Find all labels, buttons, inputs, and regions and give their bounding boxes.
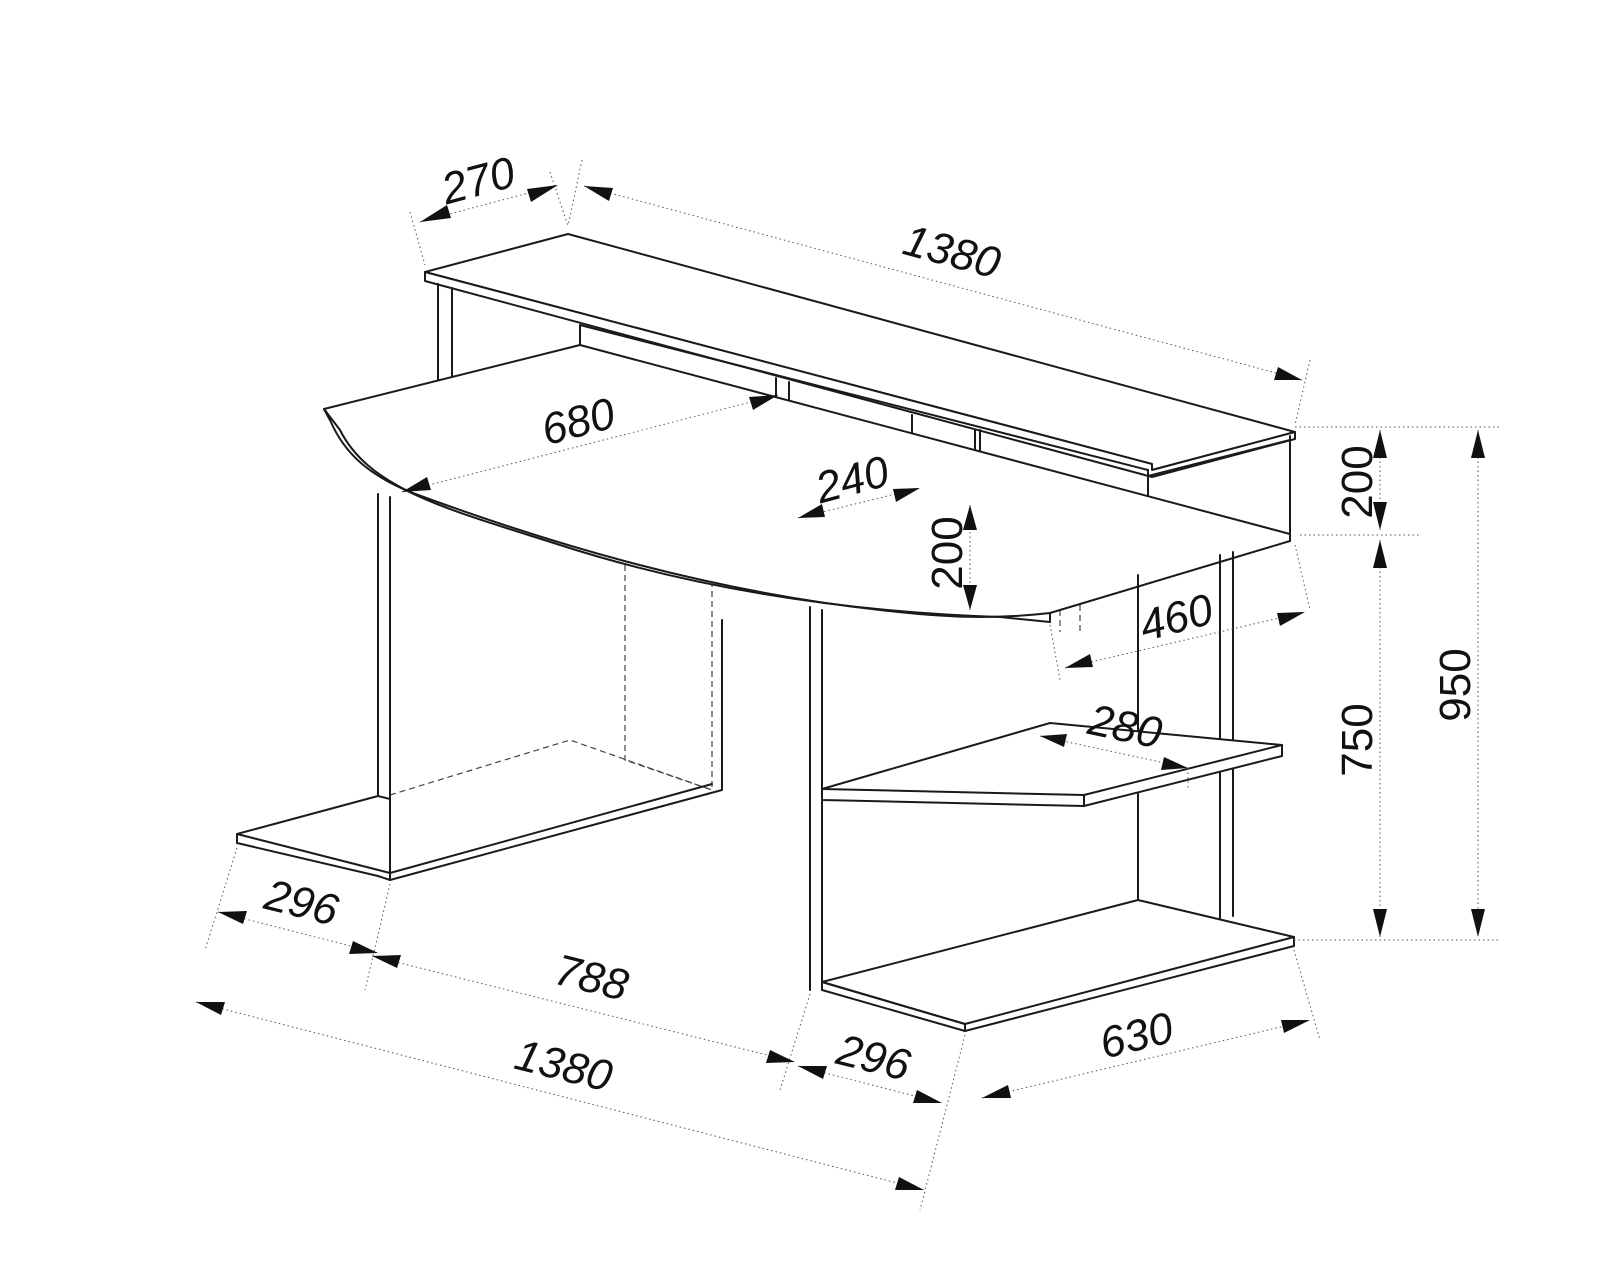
dim-label-right-foot-width: 296: [831, 1025, 916, 1091]
right-leg: [809, 551, 1295, 1032]
dim-label-desk-height: 750: [1333, 703, 1382, 776]
left-leg: [236, 493, 723, 881]
dim-label-top-shelf-width: 1380: [898, 216, 1006, 289]
desk-top: [323, 344, 1291, 623]
dim-label-top-shelf-depth: 270: [435, 148, 520, 215]
dim-label-side-base-depth: 630: [1095, 1003, 1179, 1068]
dimension-arrows: [196, 185, 1485, 1190]
dim-label-shelf-height: 200: [1333, 445, 1382, 518]
dim-label-middle-gap: 788: [550, 945, 634, 1010]
dim-label-bottom-total-width: 1380: [510, 1030, 617, 1101]
dim-label-side-depth: 460: [1134, 585, 1218, 651]
dim-label-total-height: 950: [1431, 648, 1480, 721]
dim-label-inner-height: 200: [923, 516, 972, 589]
